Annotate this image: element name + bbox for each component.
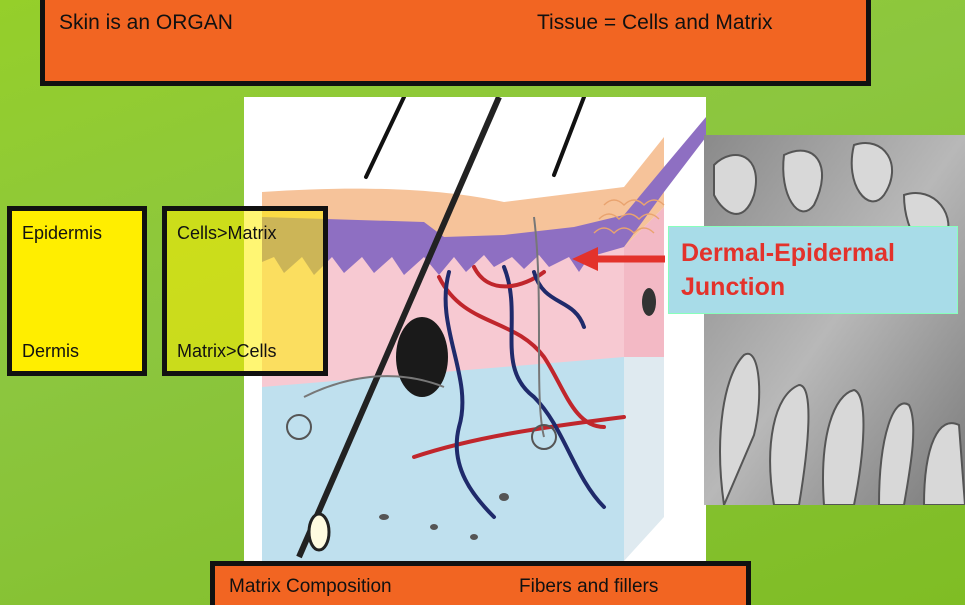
title-bar: Skin is an ORGAN Tissue = Cells and Matr…: [40, 0, 871, 86]
bottom-bar: Matrix Composition Fibers and fillers: [210, 561, 751, 605]
receptor-body: [642, 288, 656, 316]
epidermis-label: Epidermis: [22, 223, 102, 244]
dej-callout: Dermal-Epidermal Junction: [668, 226, 958, 314]
hair-bulb: [309, 514, 329, 550]
dej-arrow-head: [572, 247, 598, 271]
cell-matrix-ratio-box: Cells>Matrix Matrix>Cells: [162, 206, 328, 376]
bottom-left-text: Matrix Composition: [229, 576, 392, 598]
callout-line-2: Junction: [681, 273, 785, 302]
title-left-text: Skin is an ORGAN: [59, 11, 233, 35]
epidermis-ratio-label: Cells>Matrix: [177, 223, 277, 244]
dermis-label: Dermis: [22, 341, 79, 362]
dej-arrow: [570, 244, 670, 274]
layer-labels-box: Epidermis Dermis: [7, 206, 147, 376]
sem-micrograph: [704, 135, 965, 505]
callout-line-1: Dermal-Epidermal: [681, 239, 895, 268]
bottom-right-text: Fibers and fillers: [519, 576, 658, 598]
title-right-text: Tissue = Cells and Matrix: [537, 11, 773, 35]
dermis-ratio-label: Matrix>Cells: [177, 341, 277, 362]
